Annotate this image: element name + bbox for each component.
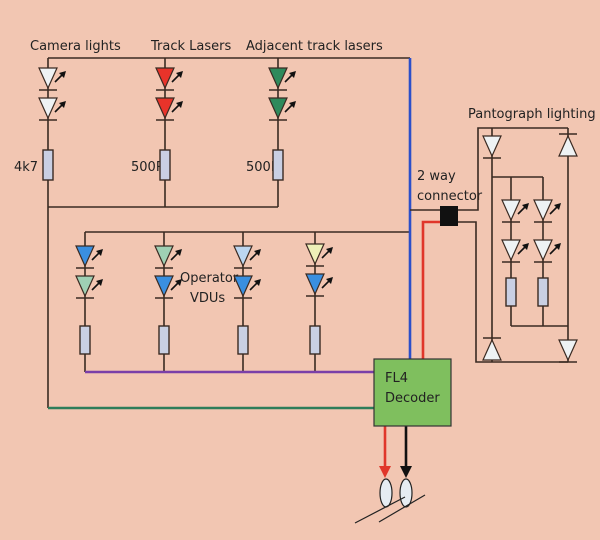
pickup-left [379,478,393,508]
label-track-lasers: Track Lasers [150,39,231,54]
led-icon [233,245,253,268]
led-icon [305,243,325,266]
label-resistor-track: 500R [131,160,165,175]
led-icon [533,239,553,262]
light-emission-arrowhead [522,243,529,250]
connector-to-pantograph-lower [458,221,568,363]
resistor-icon [505,277,517,307]
resistor-icon [272,149,284,181]
components [38,67,578,363]
light-emission-arrowhead [176,101,183,108]
led-icon [75,275,95,298]
label-pantograph-lighting: Pantograph lighting [468,107,596,122]
led-icon [305,273,325,296]
diode-icon [558,134,578,157]
led-icon [558,339,578,362]
led-icon [38,67,58,90]
diode-icon [482,338,502,361]
wiring [47,57,569,524]
label-connector-line2: connector [417,189,483,204]
light-emission-arrowhead [289,101,296,108]
light-emission-arrowhead [554,203,561,210]
led-icon [154,245,174,268]
rail-left [354,496,406,524]
light-emission-arrowhead [254,249,261,256]
light-emission-arrowhead [326,247,333,254]
light-emission-arrowhead [289,71,296,78]
resistor-icon [79,325,91,355]
led-icon [154,275,174,298]
label-resistor-adjacent: 500R [246,160,280,175]
light-emission-arrowhead [175,279,182,286]
resistor-icon [537,277,549,307]
light-emission-arrowhead [554,243,561,250]
light-emission-arrowhead [326,277,333,284]
led-icon [501,199,521,222]
led-icon [233,275,253,298]
light-emission-arrowhead [59,101,66,108]
label-camera-lights: Camera lights [30,39,121,54]
light-emission-arrowhead [96,249,103,256]
led-icon [533,199,553,222]
light-emission-arrowhead [522,203,529,210]
label-connector-line1: 2 way [417,169,456,184]
black-output-arrowhead [400,466,412,478]
fl4-decoder [373,358,452,427]
light-emission-arrowhead [96,279,103,286]
led-icon [501,239,521,262]
label-operator-line2: VDUs [190,291,225,306]
pickup-right [399,478,413,508]
resistor-icon [42,149,54,181]
label-resistor-camera: 4k7 [14,160,38,175]
two-way-connector [440,206,458,226]
led-icon [38,97,58,120]
decoder-label-line1: FL4 [385,371,408,386]
led-icon [75,245,95,268]
red-wire [421,220,440,359]
led-icon [155,67,175,90]
decoder-label-line2: Decoder [385,391,440,406]
red-output-arrowhead [379,466,391,478]
light-emission-arrowhead [176,71,183,78]
label-operator-line1: Operator [180,271,239,286]
led-icon [155,97,175,120]
resistor-icon [237,325,249,355]
resistor-icon [159,149,171,181]
led-icon [268,97,288,120]
led-icon [482,135,502,158]
light-emission-arrowhead [175,249,182,256]
label-adjacent-track-lasers: Adjacent track lasers [246,39,383,54]
resistor-icon [158,325,170,355]
led-icon [268,67,288,90]
resistor-icon [309,325,321,355]
light-emission-arrowhead [59,71,66,78]
light-emission-arrowhead [254,279,261,286]
connector-to-pantograph-upper [458,127,568,211]
rail-right [378,494,426,523]
